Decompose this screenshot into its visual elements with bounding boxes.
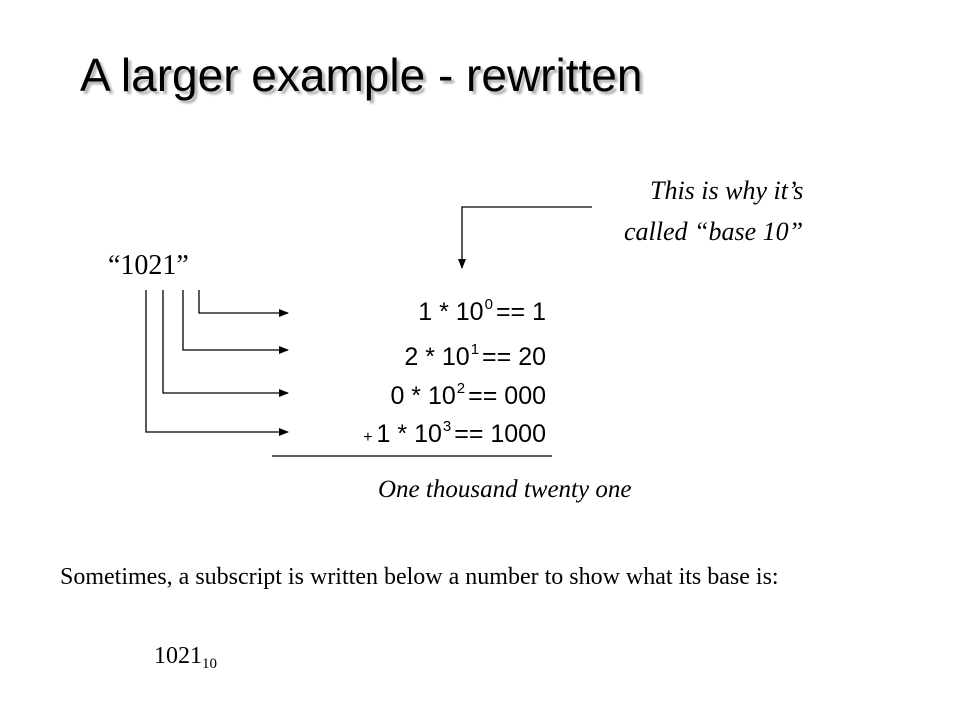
expansion-lead: 2 * 10	[404, 343, 470, 371]
expansion-tail: == 1	[495, 298, 546, 326]
expansion-tail: == 000	[468, 382, 546, 410]
expansion-lead: 1 * 10	[376, 420, 442, 448]
arrow-tens-digit	[182, 290, 289, 354]
arrow-hundreds-digit	[162, 290, 289, 397]
slide-title: A larger example - rewritten	[80, 49, 643, 101]
expansion-row-thousands: +1 * 103== 1000	[363, 418, 546, 449]
expansion-row-tens: 2 * 101== 20	[404, 341, 546, 372]
subscript-base: 10	[202, 656, 217, 672]
result-words: One thousand twenty one	[378, 476, 632, 503]
number-label: “1021”	[108, 250, 189, 281]
expansion-tail: == 1000	[454, 420, 546, 448]
subscript-paragraph: Sometimes, a subscript is written below …	[60, 564, 779, 590]
note-line-2: called “base 10”	[624, 217, 804, 246]
expansion-row-ones: 1 * 100== 1	[418, 296, 546, 327]
expansion-lead: 1 * 10	[418, 298, 484, 326]
expansion-lead: 0 * 10	[390, 382, 456, 410]
arrow-base-note	[458, 206, 592, 269]
subscript-number: 1021	[154, 643, 202, 669]
note-line-1: This is why it’s	[650, 176, 804, 205]
subscript-example: 102110	[154, 643, 217, 673]
expansion-exponent: 0	[484, 296, 493, 313]
arrow-thousands-digit	[145, 290, 289, 436]
expansion-exponent: 1	[470, 341, 480, 358]
expansion-row-hundreds: 0 * 102== 000	[390, 380, 546, 411]
expansion-exponent: 3	[442, 418, 452, 435]
plus-sign: +	[363, 429, 373, 446]
expansion-exponent: 2	[456, 380, 466, 397]
arrow-ones-digit	[198, 290, 289, 317]
expansion-tail: == 20	[482, 343, 546, 371]
